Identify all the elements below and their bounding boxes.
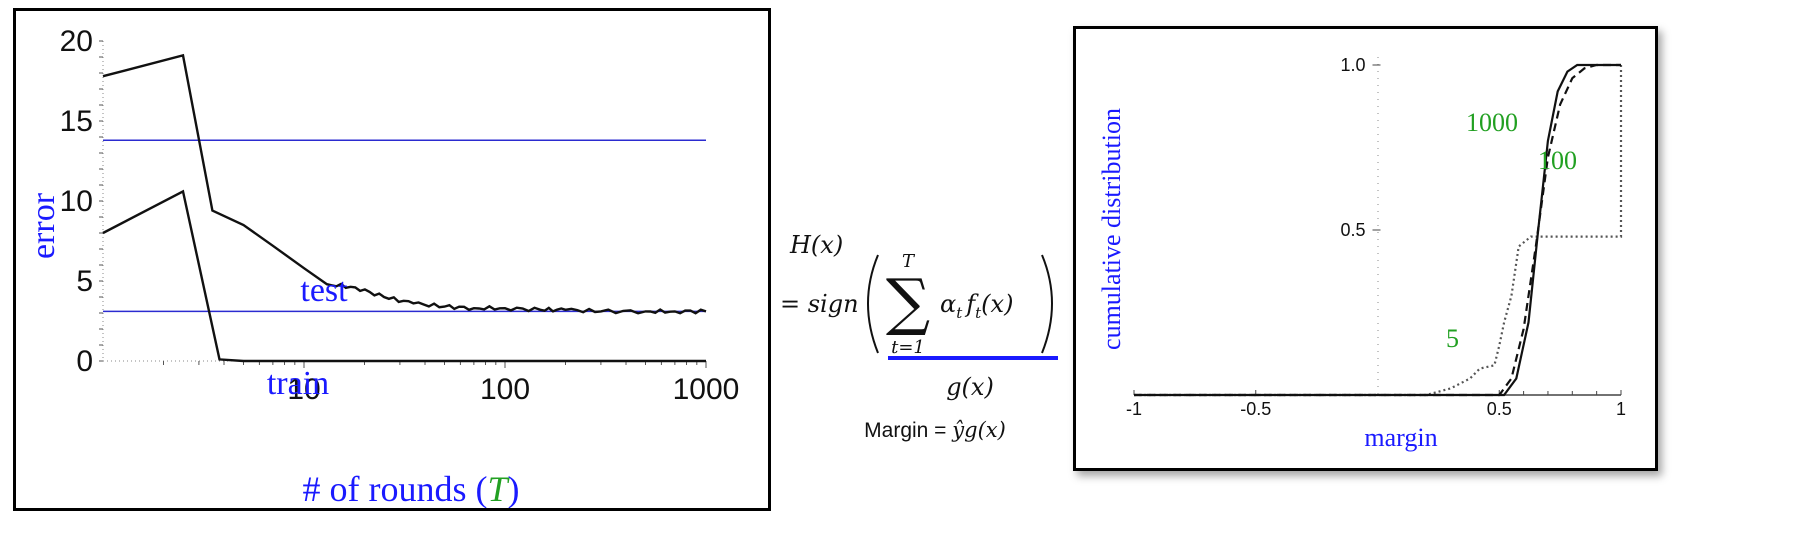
- formula-sum-bottom: t=1: [891, 337, 925, 358]
- left-reference-lines: [103, 139, 706, 313]
- right-series-5: [1134, 65, 1623, 397]
- left-ytick-label: 20: [60, 25, 93, 58]
- test-label: test: [300, 272, 348, 309]
- left-ytick-label: 10: [60, 185, 93, 218]
- margin-chart: -1 -0.5 0.5 1 0.5 1.0 cumulative distribution…: [1097, 55, 1626, 452]
- formula-g: g(x): [946, 373, 994, 401]
- formula-left-paren: [867, 254, 879, 354]
- right-ytick-label: 1.0: [1340, 55, 1365, 75]
- margin-chart-panel: -1 -0.5 0.5 1 0.5 1.0 cumulative distribution…: [1073, 26, 1658, 471]
- left-series-train: [102, 189, 706, 363]
- label-1000: 1000: [1466, 108, 1518, 137]
- right-xlabel: margin: [1364, 423, 1437, 452]
- left-ylabel: error: [25, 192, 62, 259]
- formula-H: H(x): [789, 231, 843, 259]
- formula-right-paren: [1041, 254, 1053, 354]
- formula-margin: Margin = ŷg(x): [864, 418, 1006, 442]
- right-series-1000: [1134, 63, 1621, 397]
- left-ytick-label: 0: [76, 345, 93, 378]
- left-xlabel: # of rounds (T): [302, 469, 519, 508]
- left-xtick-label: 10: [287, 373, 320, 406]
- right-ylabel: cumulative distribution: [1097, 108, 1126, 350]
- left-xtick-label: 100: [480, 373, 530, 406]
- left-xlabel-var: T: [487, 469, 510, 508]
- right-xtick-label: -1: [1126, 399, 1142, 419]
- left-ticks: 0 5 10 15 20 10 100 1000: [60, 25, 740, 406]
- left-series: [102, 53, 707, 363]
- left-ytick-label: 15: [60, 105, 93, 138]
- left-series-test: [102, 53, 707, 315]
- left-ytick-label: 5: [76, 265, 93, 298]
- right-xtick-label: 1: [1616, 399, 1626, 419]
- label-5: 5: [1446, 324, 1459, 353]
- right-xtick-label: -0.5: [1240, 399, 1271, 419]
- right-series: [1134, 63, 1623, 397]
- formula-sum-sign: ∑: [886, 265, 930, 338]
- formula-eq-sign: = sign: [780, 290, 859, 318]
- right-ticks: -1 -0.5 0.5 1 0.5 1.0: [1126, 55, 1626, 419]
- label-100: 100: [1538, 146, 1577, 175]
- formula-sum-top: T: [902, 251, 916, 272]
- right-xtick-label: 0.5: [1487, 399, 1512, 419]
- right-ytick-label: 0.5: [1340, 220, 1365, 240]
- right-series-100: [1134, 63, 1621, 397]
- left-xtick-label: 1000: [673, 373, 740, 406]
- train-label: train: [267, 365, 329, 402]
